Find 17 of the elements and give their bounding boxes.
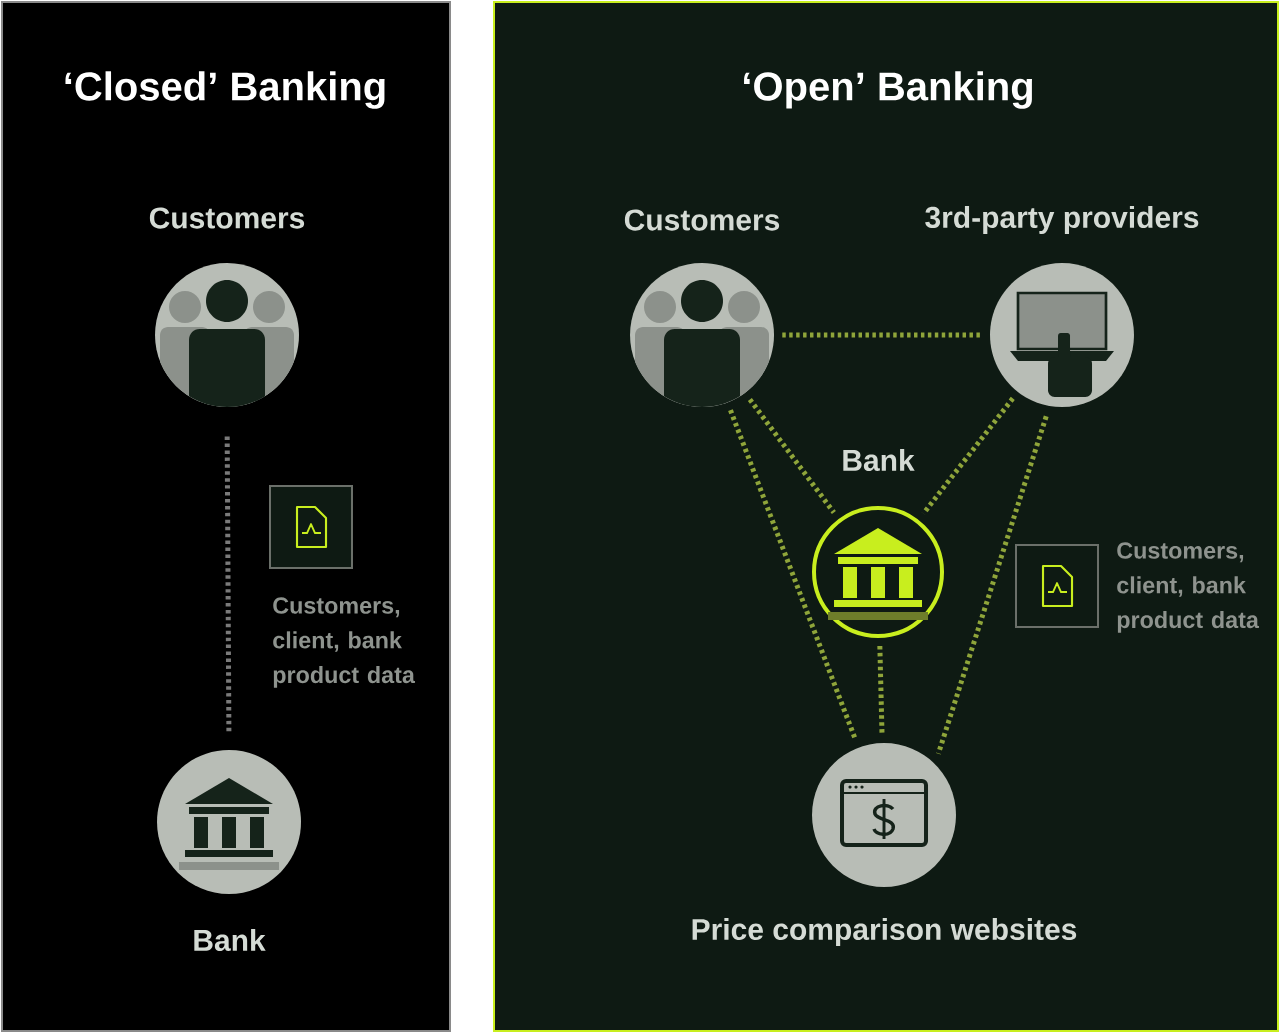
panel-title: ‘Closed’ Banking: [65, 71, 385, 109]
dotted-connector: [877, 645, 885, 735]
data-caption: Customers, client, bank product data: [273, 597, 415, 688]
node-heading: Bank: [843, 449, 915, 471]
dotted-connector: [728, 409, 858, 741]
dotted-connector: [224, 436, 232, 734]
dotted-connector: [782, 332, 982, 338]
node-heading: Customers: [624, 209, 780, 231]
panel-title: ‘Open’ Banking: [744, 71, 1032, 109]
dotted-connector: [935, 415, 1049, 755]
dotted-connector: [747, 397, 836, 515]
node-heading: 3rd-party providers: [925, 206, 1199, 234]
node-heading: Bank: [194, 929, 266, 952]
node-heading: Customers: [149, 207, 305, 229]
node-heading: Price comparison websites: [692, 918, 1077, 946]
data-caption: Customers, client, bank product data: [1117, 542, 1260, 633]
dotted-connector: [921, 396, 1015, 516]
